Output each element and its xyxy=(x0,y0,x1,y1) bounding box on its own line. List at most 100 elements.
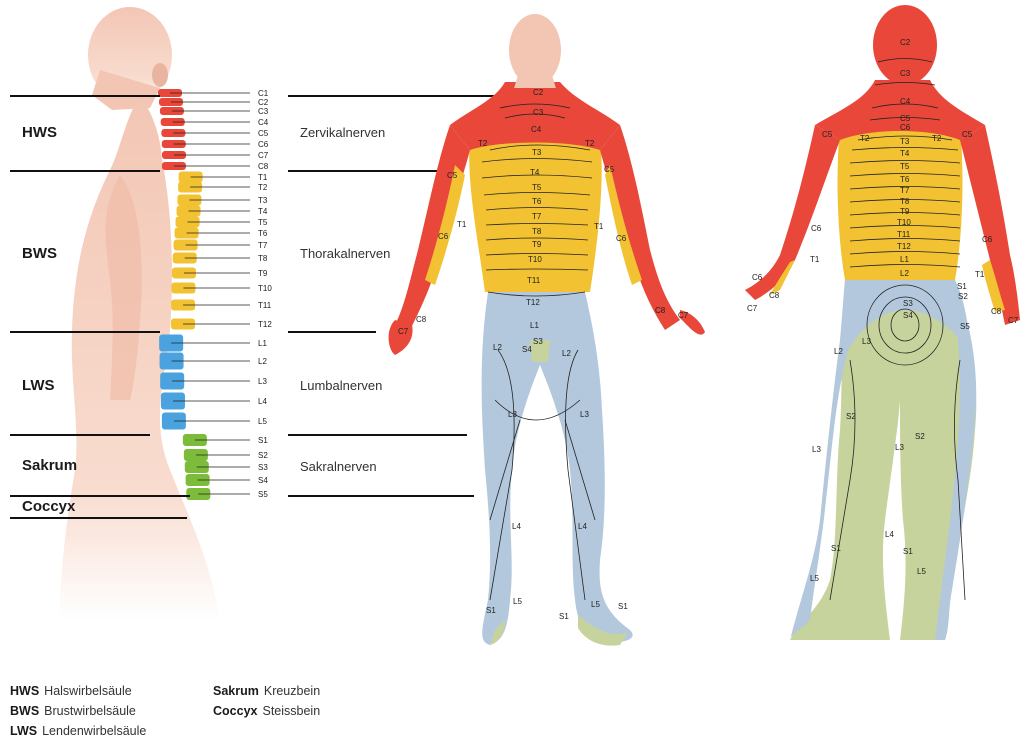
root-label-c4: C4 xyxy=(258,118,269,127)
back-label-l3l: L3 xyxy=(812,445,821,454)
root-label-c6: C6 xyxy=(258,140,269,149)
back-label-l2: L2 xyxy=(900,269,909,278)
segment-label-sakrum: Sakrum xyxy=(22,457,77,474)
front-label-c2: C2 xyxy=(533,88,544,97)
back-label-l3r: L3 xyxy=(895,443,904,452)
root-label-t11: T11 xyxy=(258,301,272,310)
front-label-l2r: L2 xyxy=(562,349,571,358)
back-label-c7l: C7 xyxy=(747,304,758,313)
front-label-t2r: T2 xyxy=(585,139,595,148)
front-label-t12: T12 xyxy=(526,298,540,307)
nerve-group-thorakal: Thorakalnerven xyxy=(300,246,390,261)
front-label-l4r: L4 xyxy=(578,522,587,531)
front-label-c5l: C5 xyxy=(447,171,458,180)
back-label-c7r: C7 xyxy=(1008,316,1019,325)
root-label-l5: L5 xyxy=(258,417,267,426)
back-label-c6a: C6 xyxy=(900,123,911,132)
segment-label-bws: BWS xyxy=(22,245,57,262)
front-label-t1l: T1 xyxy=(457,220,467,229)
front-label-t6: T6 xyxy=(532,197,542,206)
root-label-s2: S2 xyxy=(258,451,268,460)
back-label-c8l: C8 xyxy=(769,291,780,300)
root-label-c1: C1 xyxy=(258,89,269,98)
back-label-l1: L1 xyxy=(900,255,909,264)
front-label-s3: S3 xyxy=(533,337,543,346)
root-label-l4: L4 xyxy=(258,397,267,406)
back-label-t5: T5 xyxy=(900,162,910,171)
back-label-l5r: L5 xyxy=(917,567,926,576)
back-label-s3: S3 xyxy=(903,299,913,308)
nerve-group-sakral: Sakralnerven xyxy=(300,459,377,474)
front-label-t4: T4 xyxy=(530,168,540,177)
back-label-t9: T9 xyxy=(900,207,910,216)
front-label-c8r: C8 xyxy=(655,306,666,315)
root-label-t6: T6 xyxy=(258,229,268,238)
front-label-t5: T5 xyxy=(532,183,542,192)
back-label-c5a: C5 xyxy=(900,114,911,123)
back-label-c6l: C6 xyxy=(811,224,822,233)
front-label-t7: T7 xyxy=(532,212,542,221)
front-label-l5r: L5 xyxy=(591,600,600,609)
side-silhouette xyxy=(60,7,220,620)
back-label-s1: S1 xyxy=(957,282,967,291)
front-label-s1c: S1 xyxy=(618,602,628,611)
back-label-s1r: S1 xyxy=(903,547,913,556)
back-label-t1l: T1 xyxy=(810,255,820,264)
front-label-c3: C3 xyxy=(533,108,544,117)
back-label-t2r: T2 xyxy=(932,134,942,143)
root-label-l2: L2 xyxy=(258,357,267,366)
front-label-s1a: S1 xyxy=(486,606,496,615)
back-label-s2r: S2 xyxy=(915,432,925,441)
root-label-c5: C5 xyxy=(258,129,269,138)
front-label-t8: T8 xyxy=(532,227,542,236)
front-label-c4: C4 xyxy=(531,125,542,134)
front-label-s1b: S1 xyxy=(559,612,569,621)
root-label-c2: C2 xyxy=(258,98,269,107)
segment-label-lws: LWS xyxy=(22,377,55,394)
back-label-l2l: L2 xyxy=(834,347,843,356)
back-label-c5l: C5 xyxy=(822,130,833,139)
front-label-c8l: C8 xyxy=(416,315,427,324)
back-label-t11: T11 xyxy=(897,230,911,239)
back-label-c2: C2 xyxy=(900,38,911,47)
front-label-t10: T10 xyxy=(528,255,542,264)
root-label-t10: T10 xyxy=(258,284,272,293)
back-label-l3a: L3 xyxy=(862,337,871,346)
back-label-s5: S5 xyxy=(960,322,970,331)
root-label-s4: S4 xyxy=(258,476,268,485)
front-label-c6l: C6 xyxy=(438,232,449,241)
front-label-s4: S4 xyxy=(522,345,532,354)
front-label-t2l: T2 xyxy=(478,139,488,148)
root-label-t12: T12 xyxy=(258,320,272,329)
back-label-c6h: C6 xyxy=(752,273,763,282)
back-label-t4: T4 xyxy=(900,149,910,158)
back-body: C2C3C4C5C6C5C5T2T2T3T4T5T6T7T8T9T10T11T1… xyxy=(745,5,1020,640)
front-label-l3l: L3 xyxy=(508,410,517,419)
back-label-s2l: S2 xyxy=(846,412,856,421)
back-label-l4: L4 xyxy=(885,530,894,539)
front-label-c6r: C6 xyxy=(616,234,627,243)
root-label-c8: C8 xyxy=(258,162,269,171)
back-label-t1r: T1 xyxy=(975,270,985,279)
back-label-s2: S2 xyxy=(958,292,968,301)
root-label-l3: L3 xyxy=(258,377,267,386)
root-label-c7: C7 xyxy=(258,151,269,160)
root-label-t5: T5 xyxy=(258,218,268,227)
root-label-t7: T7 xyxy=(258,241,268,250)
root-label-t9: T9 xyxy=(258,269,268,278)
front-label-c5r: C5 xyxy=(604,165,615,174)
front-label-l2l: L2 xyxy=(493,343,502,352)
root-label-s3: S3 xyxy=(258,463,268,472)
root-label-s5: S5 xyxy=(258,490,268,499)
segment-label-coccyx: Coccyx xyxy=(22,498,76,515)
front-label-c7l: C7 xyxy=(398,327,409,336)
front-label-c7r: C7 xyxy=(678,311,689,320)
root-label-t3: T3 xyxy=(258,196,268,205)
segment-label-hws: HWS xyxy=(22,124,57,141)
nerve-group-zervikal: Zervikalnerven xyxy=(300,125,385,140)
back-label-t3: T3 xyxy=(900,137,910,146)
